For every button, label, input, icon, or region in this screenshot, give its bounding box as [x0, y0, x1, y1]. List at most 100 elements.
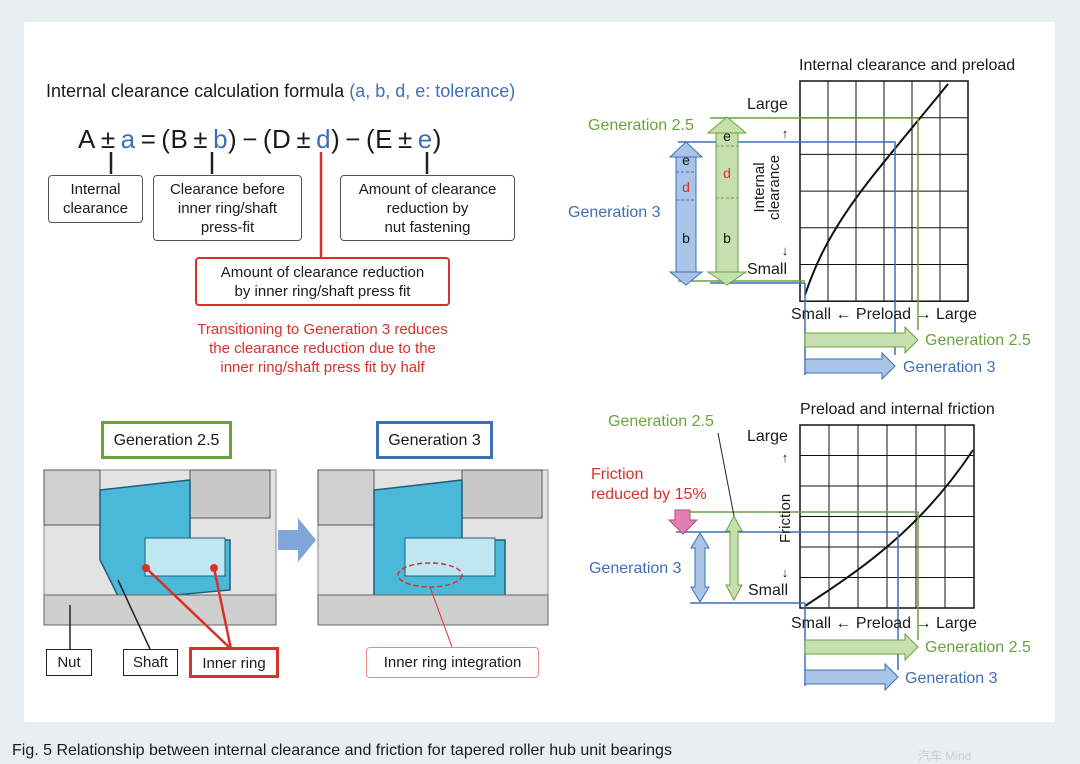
- box-internal-clearance: Internal clearance: [48, 175, 143, 223]
- gen25-stack-label-e: e: [723, 128, 731, 144]
- label-nut-text: Nut: [57, 654, 81, 671]
- bearing-gen3: [317, 469, 549, 648]
- gen3-stack-label-e: e: [682, 152, 690, 168]
- label-nut: Nut: [46, 649, 92, 676]
- figure-caption: Fig. 5 Relationship between internal cle…: [12, 742, 672, 759]
- chart-top-grid: [799, 80, 969, 302]
- box-press-fit-reduction: Amount of clearance reduction by inner r…: [195, 257, 450, 306]
- chart-top-x-right-arrow: →: [915, 306, 932, 323]
- generation3-note: Transitioning to Generation 3 reduces th…: [197, 321, 448, 376]
- chart-bottom-gen3-label: Generation 3: [589, 560, 682, 577]
- chart-bottom-x-left-arrow: ←: [835, 615, 852, 632]
- chart-bottom-x-axis: Small ← Preload → Large: [791, 615, 977, 633]
- chart-top-x-large: Large: [935, 306, 977, 323]
- gen3-stack-arrow-up: [668, 141, 704, 158]
- label-generation-3-text: Generation 3: [388, 432, 481, 449]
- formula-part: b): [213, 124, 238, 154]
- gen25-bolt-head: [43, 469, 101, 526]
- chart-bottom-gen25-x-label: Generation 2.5: [925, 639, 1031, 656]
- formula-part: a: [120, 124, 136, 154]
- chart-top-y-large: Large: [747, 96, 788, 113]
- gen25-stack-arrow-down: [706, 271, 748, 286]
- chart-bottom-y-small: Small: [748, 582, 789, 599]
- chart-bottom-gen3-guide: [676, 531, 899, 670]
- chart-bottom-gen25-label: Generation 2.5: [608, 413, 714, 430]
- chart-top-gen25-guide: [710, 117, 919, 330]
- chart-top-curve: [804, 83, 949, 296]
- gen3-shaft: [317, 594, 549, 626]
- chart-top-x-small: Small: [791, 306, 832, 323]
- chart-top-gen25-preload-arrow: [804, 325, 919, 355]
- label-inner-ring: Inner ring: [189, 647, 279, 678]
- formula-part: d): [316, 124, 341, 154]
- label-inner-ring-integration: Inner ring integration: [366, 647, 539, 678]
- box-nut-reduction: Amount of clearance reduction by nut fas…: [340, 175, 515, 241]
- gen3-pointer: [429, 586, 453, 648]
- chart-top-y-small: Small: [747, 261, 788, 278]
- chart-bottom-title: Preload and internal friction: [800, 401, 995, 418]
- label-shaft-text: Shaft: [132, 654, 169, 671]
- chart-top-x-axis: Small ← Preload → Large: [791, 306, 977, 324]
- chart-bottom-y-large: Large: [747, 428, 788, 445]
- chart-bottom-y-up-arrow: ↑: [782, 450, 789, 465]
- gen25-stack-label-b: b: [723, 230, 731, 246]
- gen3-upper-bolt: [461, 469, 543, 519]
- chart-bottom-x-large: Large: [935, 615, 977, 632]
- formula-part: ±: [193, 124, 209, 154]
- label-generation-3: Generation 3: [376, 421, 493, 459]
- chart-bottom-gen25-preload-arrow: [804, 632, 919, 662]
- chart-bottom-y-axis-label: Friction: [777, 493, 794, 543]
- formula-part: (E: [365, 124, 393, 154]
- chart-bottom-x-small: Small: [791, 615, 832, 632]
- label-inner-ring-integration-text: Inner ring integration: [383, 654, 522, 671]
- gen3-bolt-head: [317, 469, 375, 526]
- chart-bottom-gen3-arrow: [690, 532, 710, 603]
- formula-title-text: Internal clearance calculation formula: [46, 81, 345, 101]
- chart-top-gen25-x-label: Generation 2.5: [925, 332, 1031, 349]
- chart-bottom-x-axis-label: Preload: [855, 615, 912, 632]
- chart-bottom-friction-arrow: [667, 509, 699, 535]
- box-press-fit-reduction-text: Amount of clearance reduction by inner r…: [220, 264, 425, 300]
- formula-part: e): [417, 124, 442, 154]
- chart-top-gen3-preload-arrow: [804, 351, 896, 381]
- bearing-gen25: [43, 469, 277, 650]
- chart-bottom-x-right-arrow: →: [915, 615, 932, 632]
- chart-top-y-down-arrow: ↓: [782, 243, 789, 258]
- formula-part: −: [242, 124, 258, 154]
- chart-bottom-friction-note: Friction reduced by 15%: [591, 466, 707, 503]
- label-generation-25: Generation 2.5: [101, 421, 232, 459]
- gen3-stack-arrow-down: [668, 271, 704, 286]
- chart-bottom-gen25-guide: [676, 511, 919, 640]
- chart-top-gen25-label: Generation 2.5: [588, 117, 694, 134]
- formula-part: (B: [161, 124, 189, 154]
- chart-bottom-grid: [799, 424, 975, 609]
- box-clearance-before: Clearance before inner ring/shaft press-…: [153, 175, 302, 241]
- gen3-rollers: [404, 537, 496, 577]
- chart-top-title: Internal clearance and preload: [799, 57, 1016, 74]
- gen25-stack-arrow-up: [706, 116, 748, 134]
- transition-arrow: [278, 518, 316, 562]
- chart-top-gen3-guide: [678, 141, 896, 355]
- formula-tolerance-note: (a, b, d, e: tolerance): [349, 81, 516, 101]
- chart-bottom-gen25-pointer: [717, 432, 735, 517]
- chart-top-x-axis-label: Preload: [855, 306, 912, 323]
- formula-part: ±: [100, 124, 116, 154]
- box-internal-clearance-text: Internal clearance: [62, 181, 129, 217]
- formula-part: ±: [397, 124, 413, 154]
- chart-top-gen3-label: Generation 3: [568, 204, 661, 221]
- chart-bottom-y-down-arrow: ↓: [782, 565, 789, 580]
- chart-bottom-curve: [804, 449, 974, 607]
- watermark: 汽车 Mind: [918, 749, 972, 763]
- chart-top-gen25-stack: [706, 116, 748, 286]
- formula-part: =: [140, 124, 157, 154]
- formula-title: Internal clearance calculation formula (…: [46, 81, 515, 102]
- gen25-pointer-1: [145, 567, 232, 650]
- gen25-pointer-2: [212, 567, 233, 650]
- gen25-upper-bolt: [189, 469, 271, 519]
- label-generation-25-text: Generation 2.5: [113, 432, 220, 449]
- chart-bottom-gen25-arrow: [725, 514, 743, 602]
